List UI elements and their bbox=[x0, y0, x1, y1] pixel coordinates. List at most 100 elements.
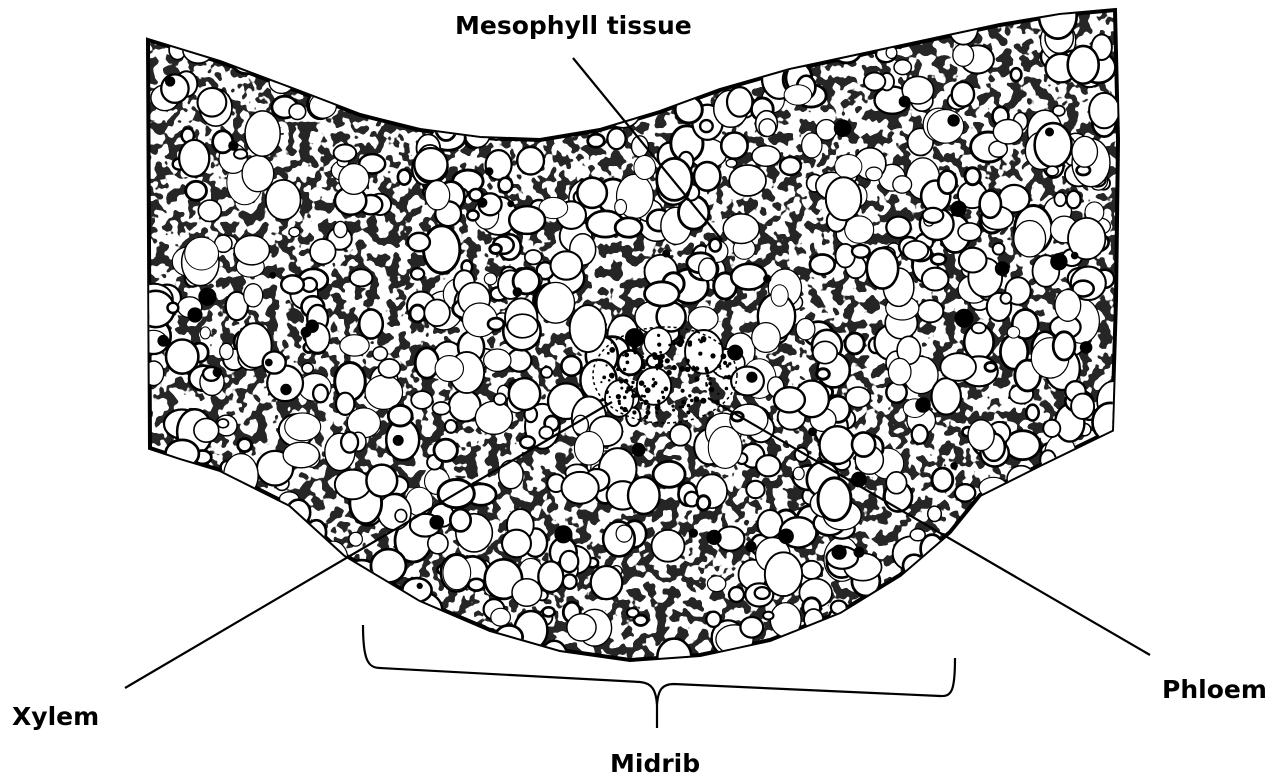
cell bbox=[848, 27, 868, 43]
dark-cell bbox=[947, 114, 959, 126]
cell bbox=[502, 530, 531, 558]
cell bbox=[985, 363, 996, 372]
cell bbox=[723, 214, 759, 244]
cell bbox=[283, 442, 319, 468]
cell bbox=[935, 8, 949, 23]
vascular-cell bbox=[655, 364, 659, 368]
cell bbox=[1080, 521, 1099, 542]
cell bbox=[896, 587, 929, 611]
cell bbox=[494, 393, 506, 405]
cell bbox=[932, 378, 961, 414]
vascular-cell bbox=[623, 368, 626, 371]
cell bbox=[151, 12, 187, 38]
cell bbox=[322, 35, 340, 54]
cell bbox=[365, 375, 403, 409]
cell bbox=[520, 436, 535, 448]
cell bbox=[355, 600, 384, 630]
cell bbox=[780, 157, 801, 175]
cell bbox=[615, 199, 627, 214]
dark-cell bbox=[763, 275, 771, 283]
cell bbox=[492, 649, 509, 671]
cell bbox=[186, 495, 212, 528]
cell bbox=[350, 269, 373, 286]
dark-cell bbox=[632, 443, 646, 457]
cell bbox=[904, 580, 928, 601]
cell bbox=[826, 177, 861, 220]
cell bbox=[577, 178, 607, 208]
vascular-cell bbox=[623, 396, 627, 400]
cell bbox=[958, 223, 981, 241]
cell bbox=[820, 426, 855, 464]
cell bbox=[826, 0, 851, 26]
cell bbox=[1032, 563, 1054, 583]
cell bbox=[765, 552, 802, 596]
cell bbox=[831, 619, 850, 633]
cell bbox=[163, 0, 198, 28]
cell bbox=[618, 350, 643, 374]
cell bbox=[752, 146, 780, 167]
vascular-cell bbox=[728, 362, 731, 365]
dark-cell bbox=[707, 530, 722, 545]
vascular-cell bbox=[670, 386, 672, 388]
vascular-cell bbox=[668, 344, 671, 347]
cell bbox=[1111, 523, 1128, 536]
vascular-cell bbox=[659, 351, 662, 354]
cell bbox=[256, 33, 273, 51]
cell bbox=[819, 628, 836, 646]
cell bbox=[371, 549, 406, 582]
dark-cell bbox=[670, 61, 683, 74]
dark-cell bbox=[854, 547, 865, 558]
cell bbox=[955, 484, 975, 501]
vascular-cell bbox=[709, 387, 715, 393]
cell bbox=[499, 178, 513, 193]
dark-cell bbox=[491, 111, 504, 124]
cell bbox=[746, 481, 764, 498]
cell bbox=[511, 82, 530, 101]
vascular-cell bbox=[721, 353, 727, 359]
cell bbox=[1055, 290, 1081, 322]
cell bbox=[583, 66, 618, 102]
cell bbox=[406, 54, 435, 92]
cell bbox=[235, 505, 254, 527]
cell bbox=[1081, 547, 1104, 576]
vascular-cell bbox=[690, 399, 693, 402]
cell bbox=[552, 52, 566, 67]
cell bbox=[322, 597, 335, 608]
cell bbox=[784, 85, 812, 105]
vascular-cell bbox=[643, 395, 646, 398]
cell bbox=[923, 208, 944, 223]
cell bbox=[398, 170, 411, 185]
cell bbox=[491, 608, 511, 626]
cell bbox=[731, 38, 755, 55]
vascular-cell bbox=[626, 361, 630, 365]
vascular-cell bbox=[634, 348, 637, 351]
cell bbox=[475, 401, 512, 434]
cell bbox=[831, 601, 847, 615]
cell bbox=[931, 254, 946, 264]
cell bbox=[515, 64, 551, 93]
cell bbox=[644, 41, 668, 64]
cell bbox=[420, 8, 436, 21]
cell bbox=[928, 506, 942, 521]
cell bbox=[281, 275, 304, 293]
vascular-cell bbox=[653, 381, 657, 385]
vascular-cell bbox=[639, 380, 645, 386]
cell bbox=[731, 264, 766, 290]
vascular-cell bbox=[620, 387, 623, 390]
cell bbox=[522, 47, 551, 67]
vascular-cell bbox=[631, 386, 634, 389]
cell bbox=[634, 615, 647, 625]
dark-cell bbox=[187, 307, 202, 322]
cell bbox=[302, 363, 313, 373]
cell bbox=[591, 566, 623, 599]
vascular-cell bbox=[631, 381, 634, 384]
cell bbox=[952, 82, 974, 107]
cell bbox=[170, 545, 188, 566]
cell bbox=[762, 643, 792, 665]
cell bbox=[806, 49, 824, 63]
vascular-cell bbox=[665, 358, 670, 363]
cell bbox=[813, 341, 837, 363]
cell bbox=[415, 626, 445, 661]
cell bbox=[864, 73, 885, 91]
dark-cell bbox=[258, 630, 267, 639]
